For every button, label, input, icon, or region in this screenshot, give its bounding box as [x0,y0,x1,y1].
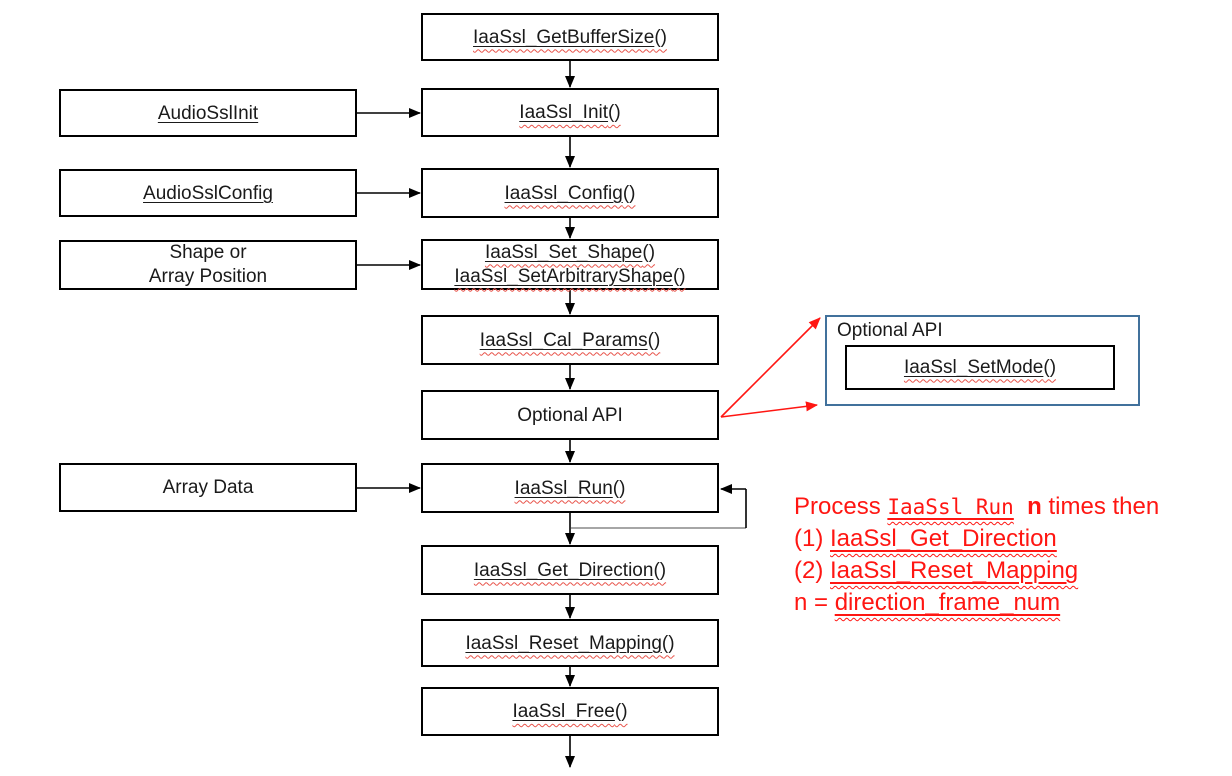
flow-box-free-label: IaaSsl_Free() [512,701,628,722]
flow-box-optional-api: Optional API [421,390,719,440]
flow-box-set-shape-line1: IaaSsl_Set_Shape() [484,241,656,263]
process-note: Process IaaSsl_Run n times then (1) IaaS… [794,491,1224,619]
input-box-audiosslconfig-label: AudioSslConfig [143,182,273,204]
flow-box-config: IaaSsl_Config() [421,168,719,218]
input-box-audiosslconfig: AudioSslConfig [59,169,357,217]
flow-box-get-direction-label: IaaSsl_Get_Direction() [473,559,667,581]
input-box-array-data-label: Array Data [162,477,254,498]
input-box-shape-line1: Shape or [169,242,247,263]
note-run-code: IaaSsl_Run [887,495,1014,519]
flow-box-config-label: IaaSsl_Config() [504,182,636,204]
flow-box-set-shape-line2: IaaSsl_SetArbitraryShape() [454,265,686,287]
optional-api-red-arrows [720,317,821,418]
flow-box-reset-mapping-label: IaaSsl_Reset_Mapping() [465,632,675,654]
flow-box-reset-mapping: IaaSsl_Reset_Mapping() [421,619,719,667]
note-line-2: (1) IaaSsl_Get_Direction [794,525,1057,552]
note-get-direction-link: IaaSsl_Get_Direction [830,525,1057,552]
setmode-box: IaaSsl_SetMode() [845,345,1115,390]
flow-box-set-shape: IaaSsl_Set_Shape() IaaSsl_SetArbitrarySh… [421,239,719,290]
optional-api-panel-title: Optional API [837,320,943,341]
note-line-1: Process IaaSsl_Run n times then [794,493,1160,520]
flow-box-cal-params: IaaSsl_Cal_Params() [421,315,719,365]
flow-box-cal-params-label: IaaSsl_Cal_Params() [479,329,661,351]
flow-box-optional-api-label: Optional API [517,404,623,426]
flow-box-getbuffersize: IaaSsl_GetBufferSize() [421,13,719,61]
input-box-audiosslinit: AudioSslInit [59,89,357,137]
input-arrows [357,108,421,493]
flow-box-free: IaaSsl_Free() [421,687,719,736]
note-line-3: (2) IaaSsl_Reset_Mapping [794,557,1079,584]
input-box-shape-line2: Array Position [148,266,268,287]
flow-box-get-direction: IaaSsl_Get_Direction() [421,545,719,595]
flow-box-init-label: IaaSsl_Init() [519,102,621,123]
flow-box-init: IaaSsl_Init() [421,88,719,137]
note-frame-num-link: direction_frame_num [834,589,1061,616]
note-line-4: n = direction_frame_num [794,589,1061,616]
run-loop-arrow [571,484,747,529]
note-reset-mapping-link: IaaSsl_Reset_Mapping [830,557,1079,584]
input-box-array-data: Array Data [59,463,357,512]
optional-api-panel: Optional API IaaSsl_SetMode() [825,315,1140,406]
input-box-audiosslinit-label: AudioSslInit [157,102,259,124]
flow-box-getbuffersize-label: IaaSsl_GetBufferSize() [473,26,667,48]
flow-box-run: IaaSsl_Run() [421,463,719,513]
input-box-shape-or-array-position: Shape or Array Position [59,240,357,290]
flow-box-run-label: IaaSsl_Run() [514,477,626,499]
setmode-box-label: IaaSsl_SetMode() [903,356,1057,378]
